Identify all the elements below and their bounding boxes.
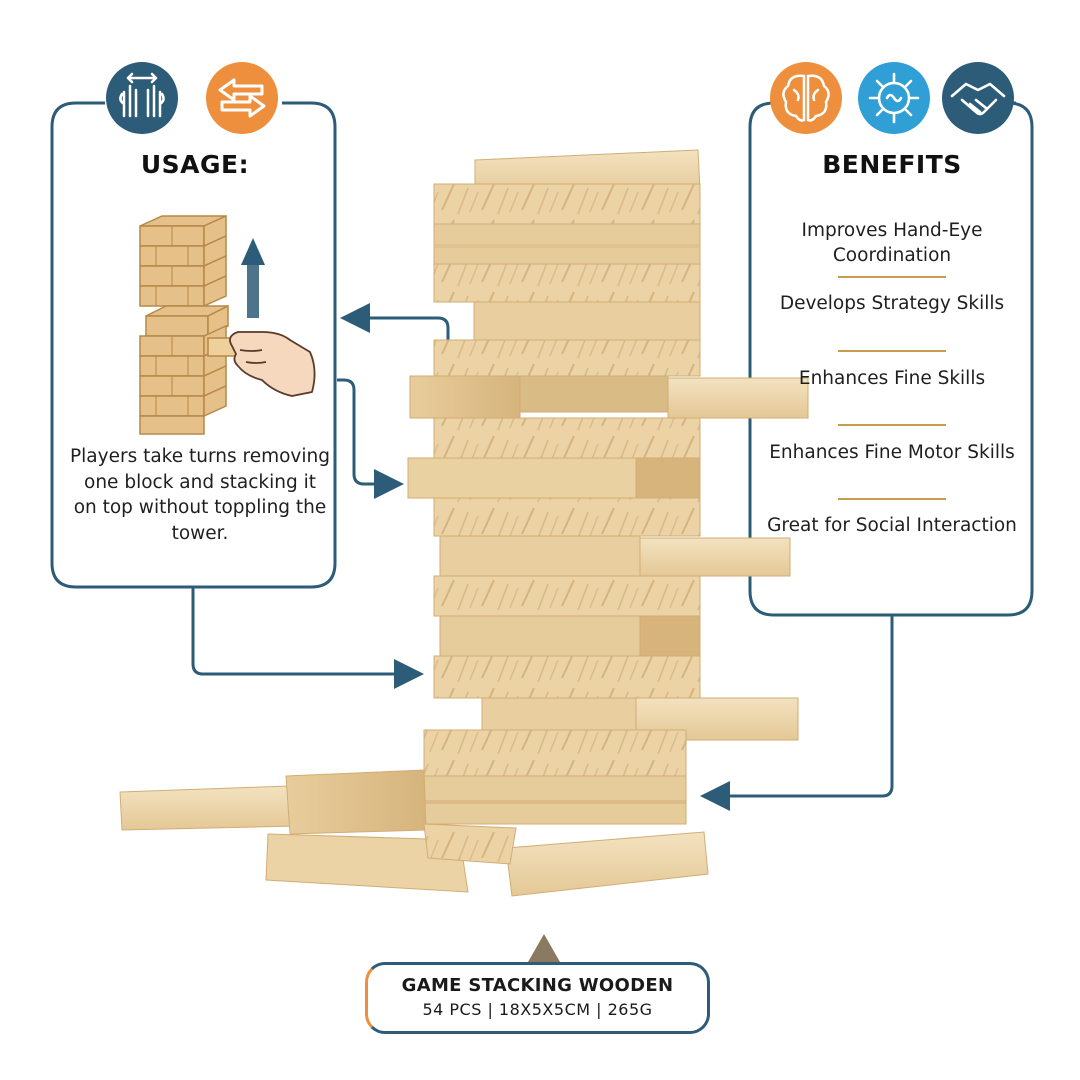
brain-icon (770, 62, 842, 134)
up-arrow-icon (241, 238, 265, 318)
hand-icon (229, 331, 316, 397)
product-title: GAME STACKING WOODEN (401, 975, 674, 996)
mini-tower-illustration (139, 214, 241, 435)
hands-swap-icon (106, 62, 178, 134)
usage-description: Players take turns removing one block an… (70, 446, 330, 544)
benefit-item: Great for Social Interaction (767, 515, 1017, 536)
arrows-exchange-icon (206, 62, 278, 134)
product-specs: 54 PCS | 18X5X5CM | 265G (422, 1000, 653, 1019)
benefits-panel-border (748, 101, 1034, 617)
product-spec-box: GAME STACKING WOODEN 54 PCS | 18X5X5CM |… (365, 962, 710, 1034)
benefits-heading: BENEFITS (822, 150, 962, 179)
gear-brain-icon (858, 62, 930, 134)
benefit-divider (838, 350, 946, 352)
benefit-divider (838, 424, 946, 426)
benefit-item: Improves Hand-Eye Coordination (801, 220, 983, 266)
wooden-tower (119, 149, 809, 897)
handshake-icon (942, 62, 1014, 134)
spec-pointer (528, 934, 560, 962)
benefit-item: Develops Strategy Skills (779, 293, 1005, 314)
connector-arrows (191, 303, 894, 811)
usage-heading: USAGE: (140, 150, 250, 179)
usage-panel-border (50, 101, 337, 589)
benefit-divider (838, 276, 946, 278)
benefit-item: Enhances Fine Motor Skills (769, 442, 1015, 463)
benefit-item: Enhances Fine Skills (798, 368, 986, 389)
benefit-divider (838, 498, 946, 500)
